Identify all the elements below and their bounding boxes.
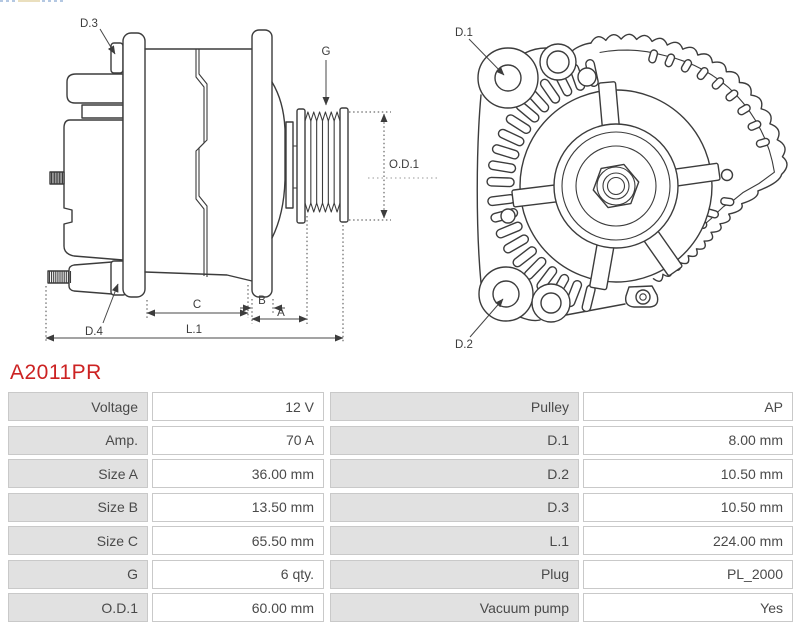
terminal-block [81, 104, 124, 119]
label-b: B [258, 295, 266, 307]
spec-label: D.1 [330, 425, 579, 455]
spec-label: O.D.1 [8, 593, 148, 622]
spec-label: Size B [8, 492, 148, 522]
label-d3: D.3 [80, 18, 98, 30]
technical-drawing: D.3 G D.4 O.D.1 C B A L.1 [45, 18, 788, 351]
spec-value: 70 A [152, 425, 324, 455]
spec-value: 6 qty. [152, 559, 324, 589]
front-bracket [251, 29, 273, 298]
top-left-artifact [0, 0, 66, 2]
upper-mounting-ear [110, 42, 124, 74]
spec-label: G [8, 559, 148, 589]
spec-label: Pulley [330, 392, 579, 421]
terminal-stud [49, 171, 65, 185]
part-number: A2011PR [10, 361, 102, 384]
spec-label: L.1 [330, 526, 579, 555]
label-od1: O.D.1 [389, 159, 419, 171]
dimension-lines [45, 111, 391, 343]
front-view-drawing: D.1 D.2 [455, 27, 788, 351]
label-g: G [322, 46, 331, 58]
side-view-drawing: D.3 G D.4 O.D.1 C B A L.1 [45, 18, 437, 343]
pulley-flange-left [296, 108, 306, 224]
spec-label: Voltage [8, 392, 148, 421]
spec-label: D.3 [330, 492, 579, 522]
label-c: C [193, 299, 201, 311]
spec-label: Amp. [8, 425, 148, 455]
pulley-flange-right [339, 107, 349, 223]
spec-value: 10.50 mm [583, 459, 793, 488]
spec-value: Yes [583, 593, 793, 622]
spec-value: 12 V [152, 392, 324, 421]
label-d2: D.2 [455, 339, 473, 351]
mounting-flange [122, 32, 146, 298]
shaft-nut [592, 163, 640, 209]
spec-value: 13.50 mm [152, 492, 324, 522]
label-a: A [277, 307, 285, 319]
spec-value: 36.00 mm [152, 459, 324, 488]
spec-value: 60.00 mm [152, 593, 324, 622]
spec-value: 65.50 mm [152, 526, 324, 555]
spec-label: Size C [8, 526, 148, 555]
spec-label: Size A [8, 459, 148, 488]
spec-value: PL_2000 [583, 559, 793, 589]
spec-value: 8.00 mm [583, 425, 793, 455]
spec-label: Plug [330, 559, 579, 589]
spec-label: D.2 [330, 459, 579, 488]
label-d4: D.4 [85, 326, 104, 338]
label-l1: L.1 [186, 324, 202, 336]
spec-value: 224.00 mm [583, 526, 793, 555]
spec-label: Vacuum pump [330, 593, 579, 622]
mounting-hole-d2 [492, 280, 520, 308]
pulley-grooves [304, 111, 341, 213]
mounting-lug [68, 261, 119, 295]
label-d1: D.1 [455, 27, 473, 39]
spec-value: 10.50 mm [583, 492, 793, 522]
spec-value: AP [583, 392, 793, 421]
mounting-hole-d1 [494, 64, 522, 92]
